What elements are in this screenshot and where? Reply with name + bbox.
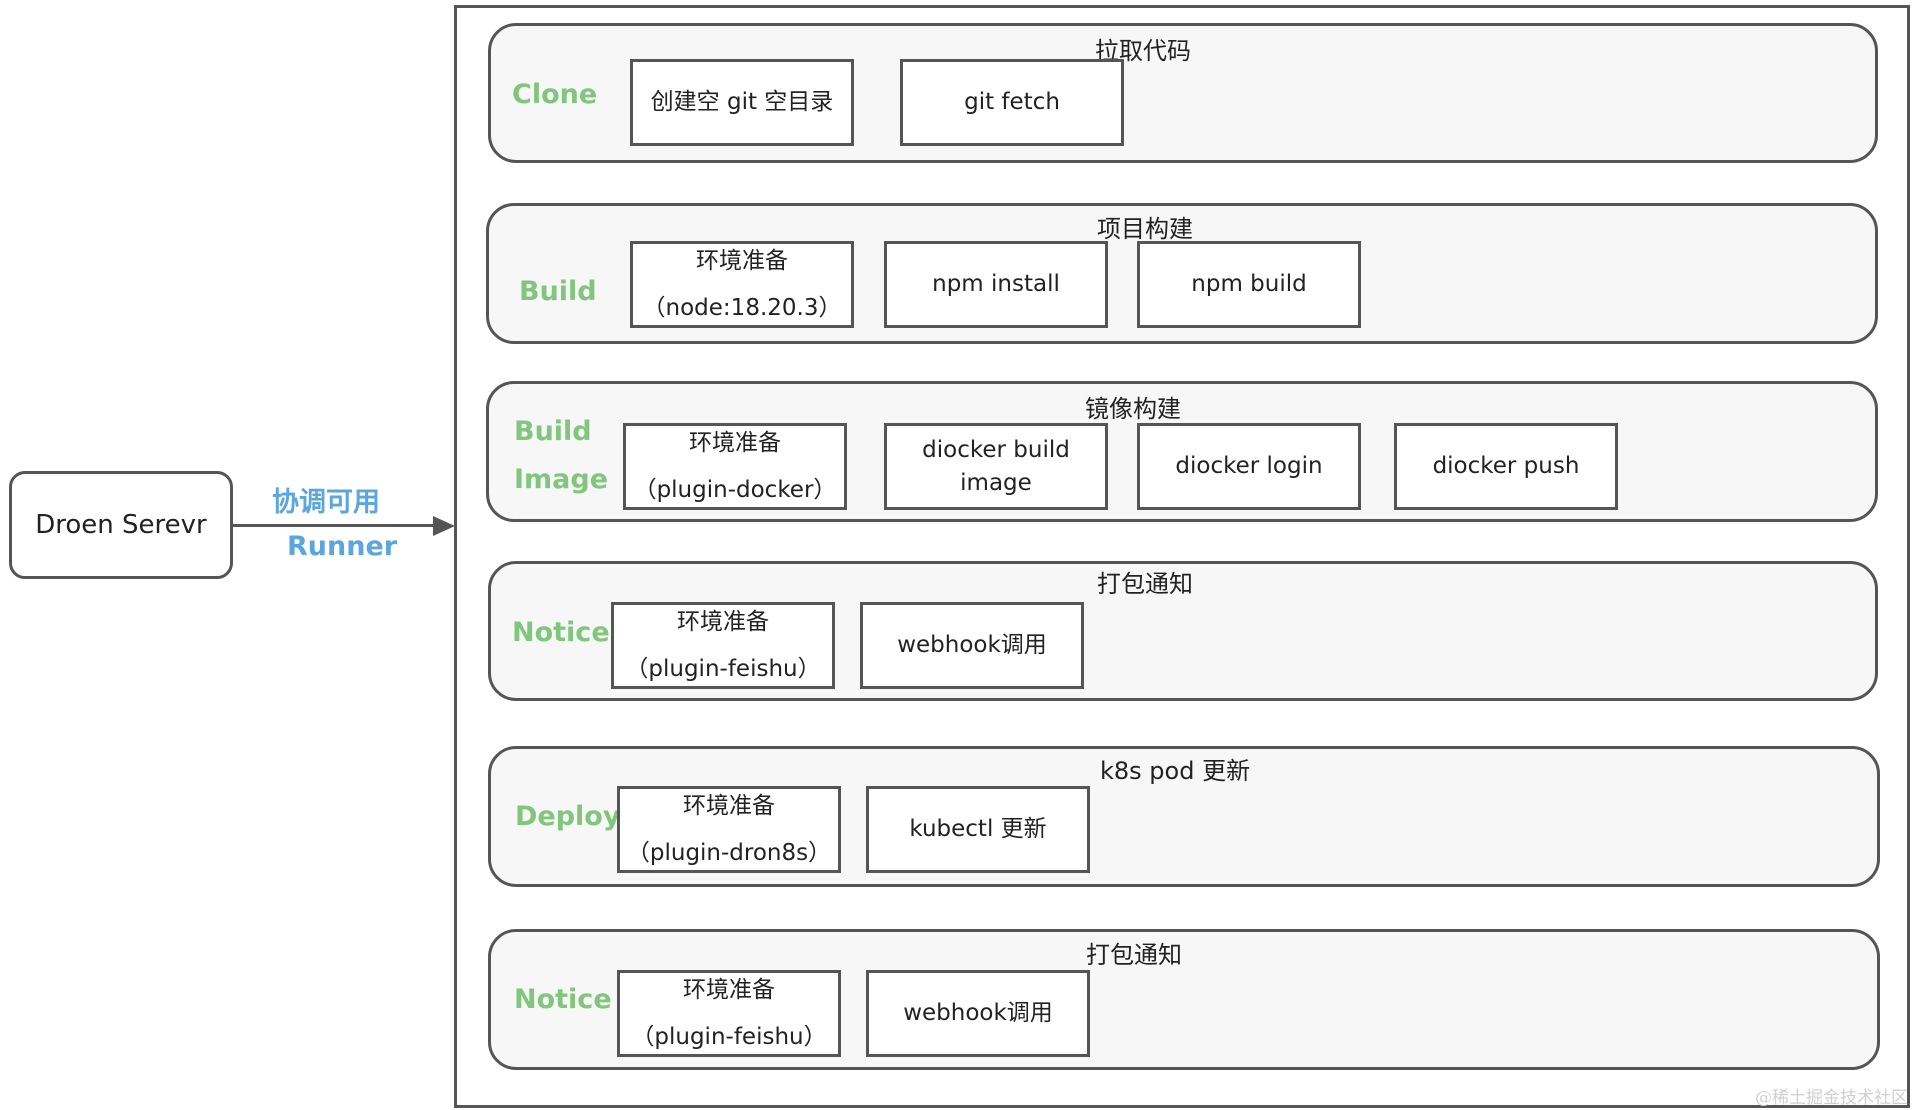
runner-frame <box>454 5 1910 1108</box>
stage-label-text: Clone <box>512 79 598 110</box>
step-box: npm build <box>1137 241 1361 328</box>
step-line: 环境准备 <box>696 248 788 275</box>
step-box: diocker push <box>1394 423 1618 510</box>
step-line: git fetch <box>964 89 1060 116</box>
step-box: git fetch <box>900 59 1124 146</box>
step-line-detail: （plugin-docker） <box>633 476 837 503</box>
drone-server-label: Droen Serevr <box>35 510 207 540</box>
stage-label: Build Image <box>514 408 608 504</box>
connector-label-bottom: Runner <box>287 531 398 562</box>
stage-label-text: Notice <box>512 617 610 648</box>
stage-title: 项目构建 <box>1097 215 1193 243</box>
step-line: kubectl 更新 <box>909 816 1047 843</box>
step-box: 环境准备 （plugin-dron8s） <box>617 786 841 873</box>
step-line: diocker build image <box>922 437 1070 496</box>
stage-title: k8s pod 更新 <box>1100 757 1251 785</box>
step-line: diocker login <box>1175 453 1323 480</box>
stage-notice-final: 打包通知 Notice 环境准备 （plugin-feishu） webhook… <box>488 929 1880 1070</box>
stage-notice: 打包通知 Notice 环境准备 （plugin-feishu） webhook… <box>488 561 1878 701</box>
arrow-head-icon <box>433 516 455 536</box>
stage-label-text: Notice <box>514 984 612 1015</box>
stage-label: Notice <box>514 976 612 1024</box>
step-box: webhook调用 <box>860 602 1084 689</box>
stage-label-text: Deploy <box>515 801 621 832</box>
step-box: diocker login <box>1137 423 1361 510</box>
step-line: npm install <box>932 271 1060 298</box>
step-box: diocker build image <box>884 423 1108 510</box>
connector-label-top: 协调可用 <box>272 487 380 518</box>
stage-label: Notice <box>512 609 610 657</box>
step-line: 环境准备 <box>677 609 769 636</box>
step-box: 环境准备 （plugin-feishu） <box>617 970 841 1057</box>
step-box: 创建空 git 空目录 <box>630 59 854 146</box>
step-box: npm install <box>884 241 1108 328</box>
step-line: diocker push <box>1432 453 1580 480</box>
server-to-runner-arrow-line <box>233 524 435 527</box>
step-line: 环境准备 <box>683 977 775 1004</box>
stage-build: 项目构建 Build 环境准备 （node:18.20.3） npm insta… <box>486 203 1878 344</box>
step-line: 环境准备 <box>683 793 775 820</box>
step-line-detail: （plugin-feishu） <box>631 1023 827 1050</box>
step-line: webhook调用 <box>903 1000 1053 1027</box>
stage-label: Build <box>519 268 597 316</box>
step-box: 环境准备 （plugin-docker） <box>623 423 847 510</box>
step-line-detail: （plugin-dron8s） <box>626 839 832 866</box>
step-line: npm build <box>1191 271 1307 298</box>
step-line-detail: （node:18.20.3） <box>642 294 842 321</box>
stage-label: Deploy <box>515 793 620 841</box>
step-line: 环境准备 <box>689 430 781 457</box>
step-line: 创建空 git 空目录 <box>650 89 834 116</box>
stage-clone: 拉取代码 Clone 创建空 git 空目录 git fetch <box>488 23 1878 163</box>
step-line-detail: （plugin-feishu） <box>625 655 821 682</box>
stage-label-line: Image <box>514 464 609 495</box>
step-box: 环境准备 （node:18.20.3） <box>630 241 854 328</box>
stage-title: 打包通知 <box>1097 570 1193 598</box>
stage-title: 镜像构建 <box>1085 395 1181 423</box>
watermark: @稀土掘金技术社区 <box>1755 1088 1908 1108</box>
stage-label-text: Build <box>519 276 597 307</box>
stage-title: 打包通知 <box>1086 941 1182 969</box>
stage-label-line: Build <box>514 416 592 447</box>
drone-server-node: Droen Serevr <box>9 471 233 579</box>
step-box: webhook调用 <box>866 970 1090 1057</box>
stage-deploy: k8s pod 更新 Deploy 环境准备 （plugin-dron8s） k… <box>488 746 1880 887</box>
stage-build-image: 镜像构建 Build Image 环境准备 （plugin-docker） di… <box>486 381 1878 522</box>
step-box: 环境准备 （plugin-feishu） <box>611 602 835 689</box>
stage-label: Clone <box>512 71 597 119</box>
step-box: kubectl 更新 <box>866 786 1090 873</box>
step-line: webhook调用 <box>897 632 1047 659</box>
